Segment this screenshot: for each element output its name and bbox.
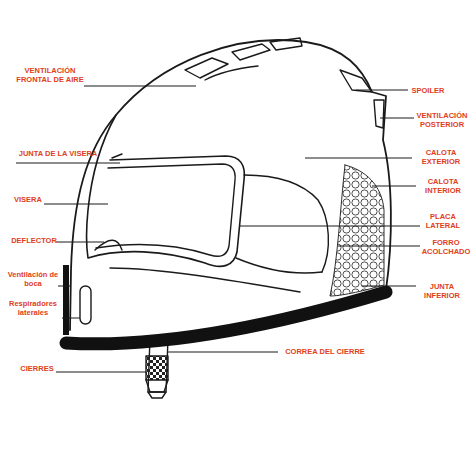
part-label: DEFLECTOR xyxy=(8,236,60,245)
part-label: FORRO ACOLCHADO xyxy=(420,238,472,256)
part-label: Ventilación de boca xyxy=(6,270,60,288)
part-label: VISERA xyxy=(8,195,48,204)
part-label: SPOILER xyxy=(408,86,448,95)
part-label: CALOTA EXTERIOR xyxy=(410,148,472,166)
part-label: Respiradores laterales xyxy=(2,299,64,317)
part-label: CIERRES xyxy=(16,364,58,373)
part-label: CALOTA INTERIOR xyxy=(414,177,472,195)
part-label: CORREA DEL CIERRE xyxy=(280,347,370,356)
part-label: JUNTA DE LA VISERA xyxy=(10,149,106,158)
part-label: VENTILACIÓN FRONTAL DE AIRE xyxy=(10,66,90,84)
part-label: VENTILACIÓN POSTERIOR xyxy=(412,111,472,129)
part-label: PLACA LATERAL xyxy=(416,212,470,230)
part-label: JUNTA INFERIOR xyxy=(412,282,472,300)
